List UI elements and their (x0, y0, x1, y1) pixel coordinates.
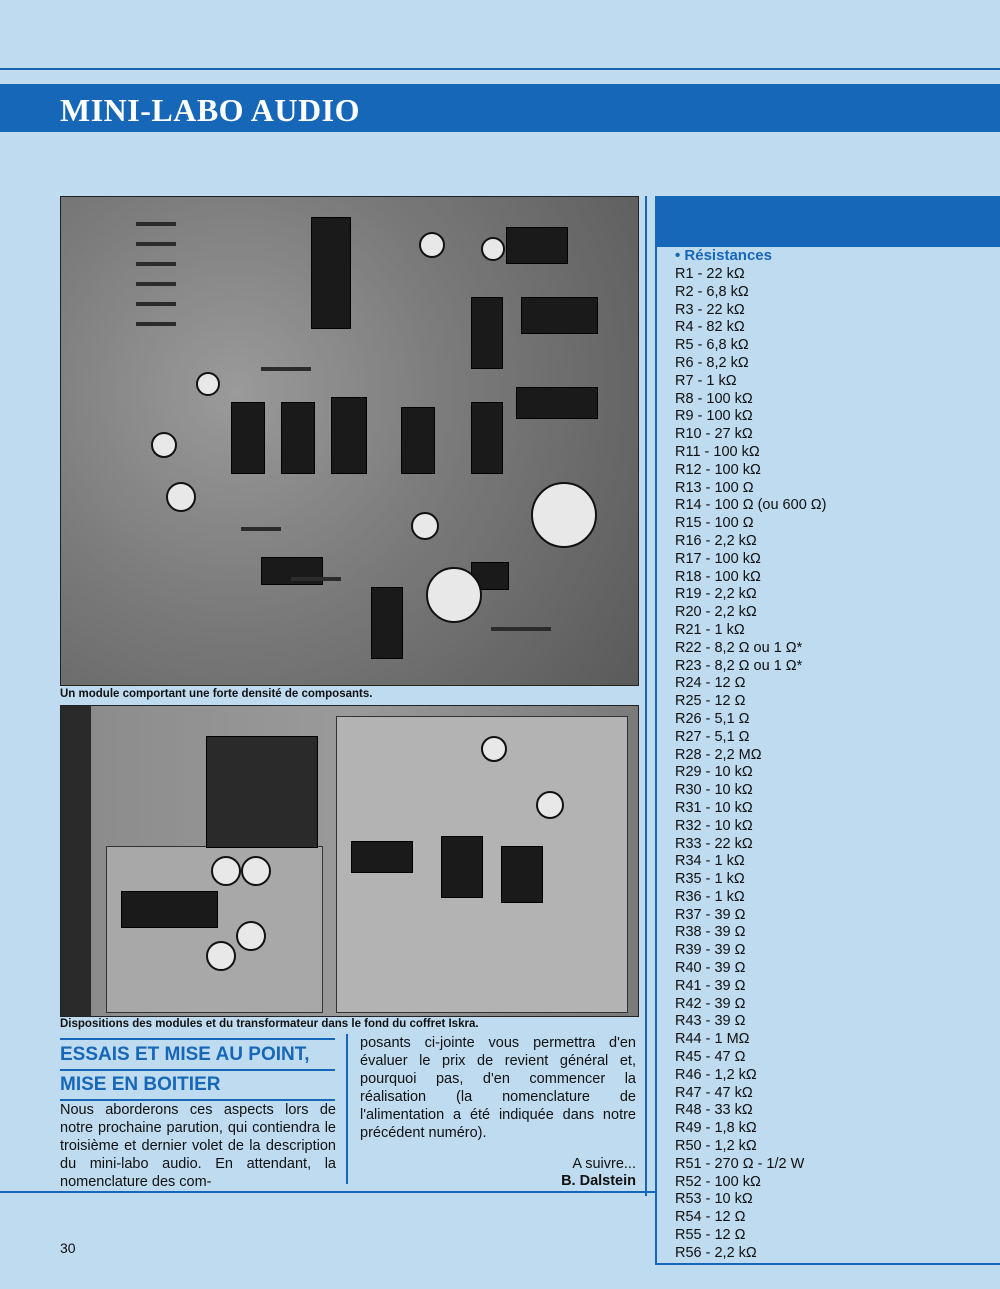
section-heading-line-2: MISE EN BOITIER (60, 1074, 221, 1095)
resistor-list-item: R33 - 22 kΩ (675, 835, 753, 852)
resistor-list-item: R53 - 10 kΩ (675, 1191, 753, 1208)
resistor-list-item: R51 - 270 Ω - 1/2 W (675, 1155, 805, 1172)
right-column-rule (645, 196, 647, 1196)
resistor-list-item: R27 - 5,1 Ω (675, 728, 750, 745)
resistor-list-item: R56 - 2,2 kΩ (675, 1244, 757, 1261)
resistor-list-item: R50 - 1,2 kΩ (675, 1138, 757, 1155)
resistor-list-item: R3 - 22 kΩ (675, 301, 745, 318)
resistor-list-item: R49 - 1,8 kΩ (675, 1120, 757, 1137)
resistor-list-item: R7 - 1 kΩ (675, 372, 737, 389)
resistor-list-item: R26 - 5,1 Ω (675, 710, 750, 727)
resistor-list-item: R42 - 39 Ω (675, 995, 746, 1012)
article-column-2: posants ci-jointe vous permettra d'en év… (360, 1035, 636, 1141)
resistor-list-item: R35 - 1 kΩ (675, 871, 745, 888)
resistor-list-item: R2 - 6,8 kΩ (675, 283, 749, 300)
resistor-list-item: R16 - 2,2 kΩ (675, 532, 757, 549)
resistor-list-item: R43 - 39 Ω (675, 1013, 746, 1030)
photo-caption-2: Dispositions des modules et du transform… (60, 1018, 479, 1030)
photo-caption-1: Un module comportant une forte densité d… (60, 688, 373, 700)
to-follow-text: A suivre... (572, 1156, 636, 1172)
resistor-list-item: R34 - 1 kΩ (675, 853, 745, 870)
enclosure-photo (60, 705, 639, 1017)
resistor-list-item: R14 - 100 Ω (ou 600 Ω) (675, 497, 827, 514)
top-rule (0, 68, 1000, 70)
resistor-list-item: R48 - 33 kΩ (675, 1102, 753, 1119)
resistor-list-item: R31 - 10 kΩ (675, 799, 753, 816)
resistor-list-item: R36 - 1 kΩ (675, 888, 745, 905)
title-band: MINI-LABO AUDIO (0, 84, 1000, 132)
author-name: B. Dalstein (561, 1173, 636, 1189)
resistor-list-item: R52 - 100 kΩ (675, 1173, 761, 1190)
resistor-list-item: R37 - 39 Ω (675, 906, 746, 923)
resistor-list-item: R18 - 100 kΩ (675, 568, 761, 585)
page-number: 30 (60, 1240, 76, 1256)
resistor-list-item: R22 - 8,2 Ω ou 1 Ω* (675, 639, 803, 656)
resistor-list-item: R4 - 82 kΩ (675, 319, 745, 336)
resistor-list-item: R44 - 1 MΩ (675, 1031, 750, 1048)
heading-rule-middle (60, 1069, 335, 1071)
resistor-list-item: R20 - 2,2 kΩ (675, 604, 757, 621)
parts-list-header-band (657, 196, 1000, 247)
resistor-list-item: R32 - 10 kΩ (675, 817, 753, 834)
resistor-list-item: R28 - 2,2 MΩ (675, 746, 762, 763)
resistor-list-item: R9 - 100 kΩ (675, 408, 753, 425)
resistor-list-item: R21 - 1 kΩ (675, 621, 745, 638)
column-divider (346, 1034, 348, 1184)
resistor-list-item: R38 - 39 Ω (675, 924, 746, 941)
resistor-list-item: R24 - 12 Ω (675, 675, 746, 692)
resistor-list-item: R23 - 8,2 Ω ou 1 Ω* (675, 657, 803, 674)
resistor-list-item: R30 - 10 kΩ (675, 782, 753, 799)
resistor-list-item: R8 - 100 kΩ (675, 390, 753, 407)
circuit-board-photo (60, 196, 639, 686)
resistor-list-item: R40 - 39 Ω (675, 960, 746, 977)
resistor-list-item: R41 - 39 Ω (675, 977, 746, 994)
resistor-list-item: R47 - 47 kΩ (675, 1084, 753, 1101)
resistor-list-item: R5 - 6,8 kΩ (675, 337, 749, 354)
parts-list-title: • Résistances (675, 247, 772, 264)
resistor-list-item: R10 - 27 kΩ (675, 426, 753, 443)
resistor-list-item: R29 - 10 kΩ (675, 764, 753, 781)
page-title: MINI-LABO AUDIO (60, 92, 360, 128)
heading-rule-top (60, 1038, 335, 1040)
resistor-list-item: R1 - 22 kΩ (675, 266, 745, 282)
resistor-list-item: R11 - 100 kΩ (675, 443, 760, 460)
resistor-list-item: R55 - 12 Ω (675, 1227, 746, 1244)
resistor-list-item: R45 - 47 Ω (675, 1049, 746, 1066)
resistor-list-item: R12 - 100 kΩ (675, 461, 761, 478)
resistor-list-item: R46 - 1,2 kΩ (675, 1066, 757, 1083)
resistor-list-item: R19 - 2,2 kΩ (675, 586, 757, 603)
resistor-list-item: R25 - 12 Ω (675, 693, 746, 710)
article-column-1: Nous aborderons ces aspects lors de notr… (60, 1102, 336, 1190)
section-heading-line-1: ESSAIS ET MISE AU POINT, (60, 1044, 310, 1065)
resistor-list-item: R39 - 39 Ω (675, 942, 746, 959)
resistor-list-item: R13 - 100 Ω (675, 479, 754, 496)
heading-rule-bottom (60, 1099, 335, 1101)
resistor-list-item: R15 - 100 Ω (675, 515, 754, 532)
resistor-list-item: R17 - 100 kΩ (675, 550, 761, 567)
bottom-rule (0, 1191, 655, 1193)
resistor-list-item: R54 - 12 Ω (675, 1209, 746, 1226)
resistor-list-item: R6 - 8,2 kΩ (675, 354, 749, 371)
